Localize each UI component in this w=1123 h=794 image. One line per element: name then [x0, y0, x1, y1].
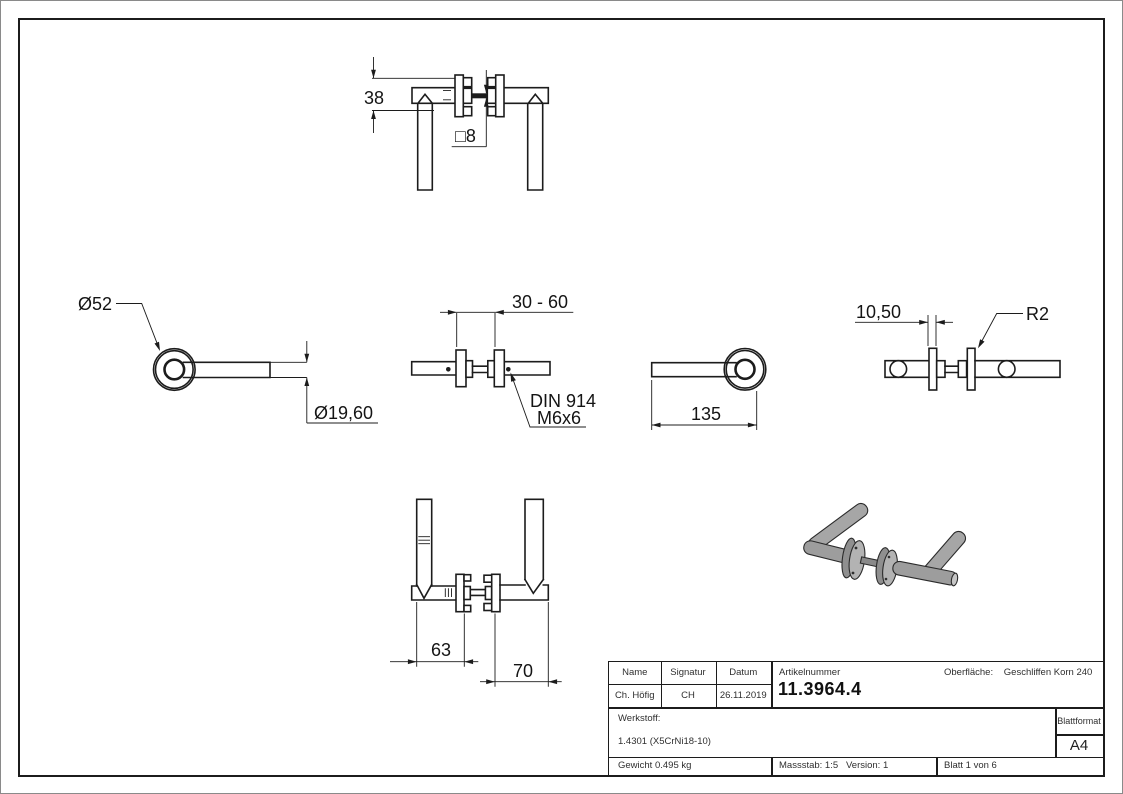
dim-offset-right: 70	[513, 661, 533, 681]
view-top: 38 □8	[364, 57, 550, 191]
tb-werkstoff-value: 1.4301 (X5CrNi18-10)	[618, 736, 711, 747]
tb-line	[609, 756, 1103, 758]
tb-line	[660, 662, 662, 707]
leader-din914: DIN 914	[530, 391, 596, 411]
dim-door-thickness-range: 30 - 60	[512, 292, 568, 312]
leader-m6x6: M6x6	[537, 408, 581, 428]
tb-name-value: Ch. Höfig	[614, 689, 655, 701]
tb-name-header: Name	[622, 667, 648, 679]
tb-line	[1055, 734, 1103, 736]
tb-line	[715, 662, 717, 707]
dim-square8: □8	[455, 126, 476, 146]
title-block: Name Signatur Datum Ch. Höfig CH 26.11.2…	[608, 661, 1105, 776]
tb-artikelnummer-value: 11.3964.4	[778, 679, 862, 699]
tb-massstab: Massstab: 1:5	[779, 760, 839, 771]
view-side-right: 135	[650, 347, 767, 430]
tb-blattformat-value: A4	[1069, 736, 1089, 754]
tb-line	[771, 662, 773, 707]
tb-signatur-value: CH	[681, 689, 695, 701]
tb-line	[1055, 707, 1057, 757]
drawing-frame	[18, 18, 1105, 777]
dim-lever-length: 135	[691, 404, 721, 424]
tb-oberflaeche-value: Geschliffen Korn 240	[1003, 667, 1093, 678]
tb-line	[609, 683, 771, 685]
tb-blattformat-label: Blattformat	[1057, 715, 1101, 726]
tb-datum-header: Datum	[729, 667, 758, 679]
dim-tube-diameter: Ø19,60	[314, 403, 373, 423]
dim-38: 38	[364, 88, 384, 108]
view-3d-render	[803, 502, 967, 587]
tb-line	[609, 707, 1103, 709]
tb-line	[771, 756, 773, 775]
view-bottom: 63 70	[390, 498, 562, 687]
tb-oberflaeche: Oberfläche: Geschliffen Korn 240	[944, 667, 1092, 678]
dim-rosette-diameter: Ø52	[78, 294, 112, 314]
view-front-right: 10,50 R2	[855, 302, 1061, 391]
tb-datum-value: 26.11.2019	[719, 689, 767, 701]
tb-oberflaeche-label: Oberfläche:	[944, 667, 994, 678]
tb-gewicht: Gewicht 0.495 kg	[618, 760, 692, 771]
tb-signatur-header: Signatur	[670, 667, 706, 679]
view-front-center: 30 - 60 DIN 914 M6x6	[410, 292, 596, 428]
view-side-left: Ø19,60 Ø52	[78, 294, 378, 424]
dim-offset-left: 63	[431, 640, 451, 660]
tb-werkstoff-label: Werkstoff:	[618, 713, 661, 724]
leader-r2: R2	[1026, 304, 1049, 324]
tb-artikelnummer-label: Artikelnummer	[779, 667, 841, 678]
tb-blatt: Blatt 1 von 6	[944, 760, 997, 771]
tb-line	[936, 756, 938, 775]
dim-rosette-thickness: 10,50	[856, 302, 901, 322]
tb-version: Version: 1	[846, 760, 889, 771]
